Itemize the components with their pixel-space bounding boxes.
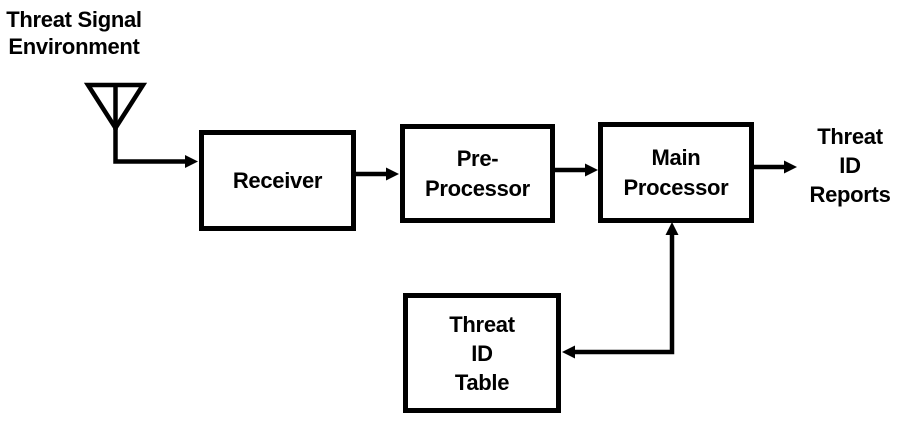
main-processor-label-line1: Main: [651, 144, 701, 170]
main-processor-label-line2: Processor: [623, 174, 729, 200]
threat-id-table-label-line2: ID: [471, 340, 493, 366]
arrow-preprocessor-to-mainprocessor: [553, 163, 598, 177]
threat-id-table-label-line1: Threat: [449, 311, 515, 337]
threat-signal-environment-label: Threat Signal Environment: [0, 6, 148, 60]
arrow-mainprocessor-to-reports: [752, 160, 797, 174]
receiver-box: Receiver: [199, 130, 356, 231]
arrow-antenna-to-receiver: [113, 128, 198, 168]
threat-id-reports-label: Threat ID Reports: [802, 122, 898, 209]
environment-label-line1: Threat Signal: [6, 7, 142, 32]
reports-label-line1: Threat: [817, 124, 883, 149]
arrow-receiver-to-preprocessor: [353, 167, 399, 181]
receiver-label: Receiver: [232, 167, 323, 193]
antenna-icon: [83, 82, 148, 133]
arrow-mainprocessor-threatidtable: [562, 222, 679, 359]
preprocessor-box: Pre-Processor: [400, 124, 555, 223]
preprocessor-label: Pre-Processor: [425, 145, 530, 201]
main-processor-box: Main Processor: [598, 122, 754, 223]
reports-label-line2: ID: [839, 153, 861, 178]
threat-id-table-label-line3: Table: [454, 369, 510, 395]
environment-label-line2: Environment: [8, 34, 140, 59]
reports-label-line3: Reports: [809, 182, 891, 207]
threat-id-table-box: Threat ID Table: [403, 293, 561, 413]
